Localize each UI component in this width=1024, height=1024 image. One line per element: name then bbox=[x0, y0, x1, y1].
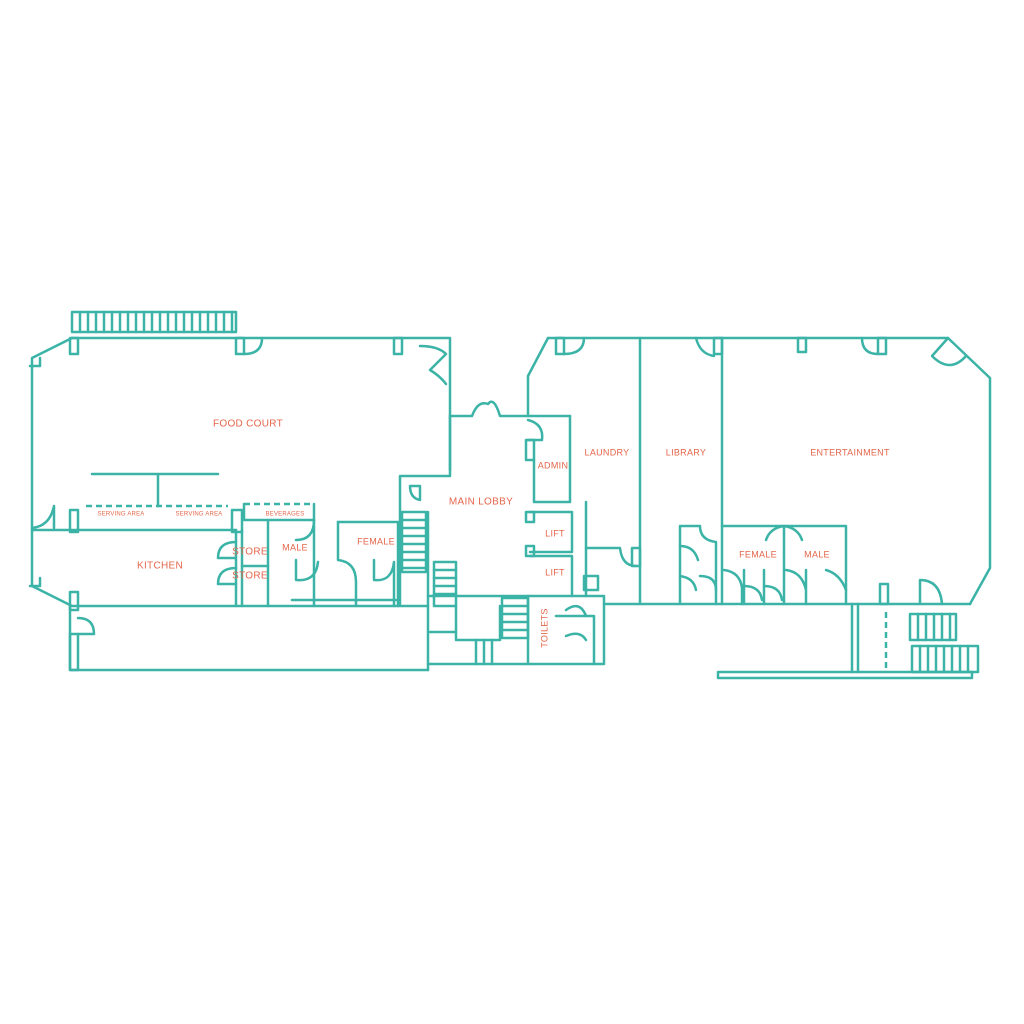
label-laundry: LAUNDRY bbox=[585, 447, 630, 457]
label-food-court: FOOD COURT bbox=[213, 419, 283, 430]
east-wing-walls bbox=[546, 336, 992, 680]
label-admin: ADMIN bbox=[538, 460, 569, 470]
label-female-east: FEMALE bbox=[739, 549, 777, 559]
label-main-lobby: MAIN LOBBY bbox=[449, 497, 513, 508]
label-serving-area-2: SERVING AREA bbox=[176, 512, 223, 518]
stair-top-left bbox=[70, 310, 238, 334]
label-serving-area-1: SERVING AREA bbox=[98, 512, 145, 518]
label-kitchen: KITCHEN bbox=[137, 561, 183, 572]
label-female-west: FEMALE bbox=[357, 536, 395, 546]
label-store-1: STORE bbox=[232, 547, 268, 558]
west-wing-walls bbox=[28, 336, 452, 672]
restroom-block-west bbox=[216, 502, 400, 608]
room-labels: FOOD COURT KITCHEN SERVING AREA SERVING … bbox=[98, 419, 890, 648]
label-male-west: MALE bbox=[282, 542, 308, 552]
label-beverages: BEVERAGES bbox=[266, 512, 305, 518]
label-library: LIBRARY bbox=[666, 447, 706, 457]
label-male-east: MALE bbox=[804, 549, 830, 559]
label-lift-2: LIFT bbox=[545, 567, 565, 577]
label-lift-1: LIFT bbox=[545, 528, 565, 538]
label-toilets: TOILETS bbox=[539, 608, 549, 647]
label-entertainment: ENTERTAINMENT bbox=[810, 447, 890, 457]
label-store-2: STORE bbox=[232, 571, 268, 582]
